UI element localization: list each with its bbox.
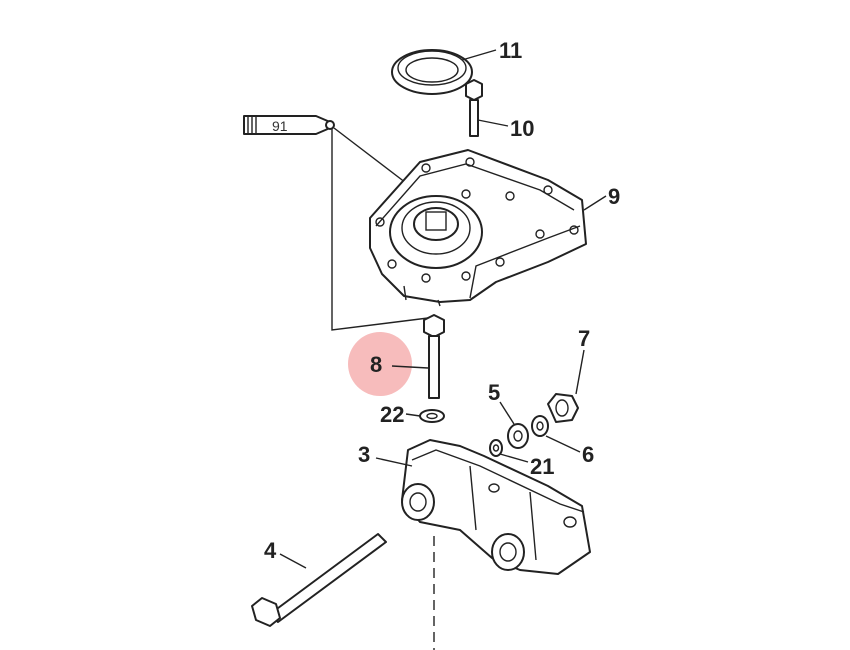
callout-4[interactable]: 4 — [264, 538, 277, 563]
leader-3 — [375, 457, 413, 467]
callout-9[interactable]: 9 — [608, 184, 620, 209]
callout-10[interactable]: 10 — [510, 116, 534, 141]
leader-7 — [575, 349, 585, 395]
part-9-pump-housing[interactable] — [369, 149, 587, 307]
leader-9 — [583, 195, 607, 211]
part-7-nut[interactable] — [547, 393, 579, 423]
part-6-washer[interactable] — [531, 415, 549, 437]
callout-6[interactable]: 6 — [582, 442, 594, 467]
highlight-circle-8 — [348, 332, 412, 396]
housing-bolt-holes — [375, 157, 579, 283]
leader-22 — [405, 413, 421, 417]
part-22-washer[interactable] — [419, 409, 445, 423]
leader-4 — [279, 553, 307, 569]
leader-21 — [499, 453, 529, 463]
callout-3[interactable]: 3 — [358, 442, 370, 467]
callout-11[interactable]: 11 — [499, 38, 522, 63]
part-5-spacer[interactable] — [507, 423, 529, 449]
part-8-bolt[interactable] — [423, 314, 445, 399]
leader-10 — [477, 119, 509, 127]
callout-21[interactable]: 21 — [530, 454, 554, 479]
callout-5[interactable]: 5 — [488, 380, 500, 405]
callout-7[interactable]: 7 — [578, 326, 590, 351]
part-3-mounting-bracket[interactable] — [401, 439, 591, 575]
part-11-seal-ring[interactable] — [391, 49, 473, 95]
part-21-washer[interactable] — [489, 439, 503, 457]
leader-6 — [545, 435, 581, 453]
callout-22[interactable]: 22 — [380, 402, 404, 427]
leader-8 — [391, 365, 429, 369]
leader-5 — [499, 401, 515, 425]
leader-91-to-9 — [333, 127, 411, 187]
callout-8[interactable]: 8 — [370, 352, 382, 377]
part-10-bolt[interactable] — [465, 79, 483, 137]
callout-91[interactable]: 91 — [272, 118, 288, 134]
bracket-91-to-8 — [331, 128, 429, 331]
part-91-sealant-tube[interactable] — [243, 115, 335, 135]
part-4-through-bolt[interactable] — [251, 533, 387, 627]
leader-11 — [461, 49, 497, 61]
